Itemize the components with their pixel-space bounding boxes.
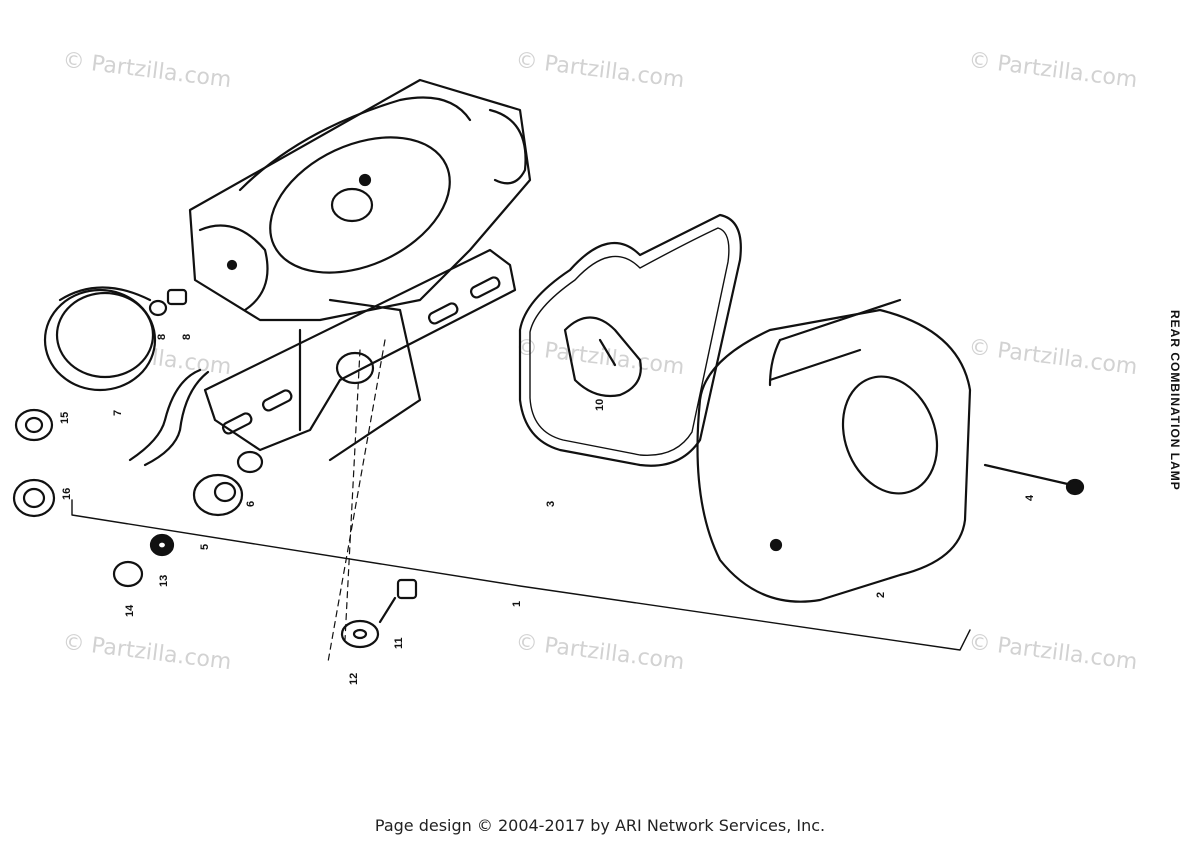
- washer-8b: [148, 299, 168, 317]
- footer-copyright: Page design © 2004-2017 by ARI Network S…: [374, 816, 826, 835]
- callout-7: 7: [112, 410, 124, 416]
- callout-5: 5: [199, 544, 211, 550]
- screw: [983, 463, 1085, 496]
- grommet-5: [192, 473, 244, 517]
- washer-12: [340, 619, 380, 649]
- callout-8a: 8: [156, 334, 168, 340]
- callout-14: 14: [124, 604, 136, 617]
- grommet-16: [12, 478, 56, 518]
- nut-14: [112, 560, 144, 588]
- callout-10: 10: [594, 399, 606, 411]
- grommet-15: [14, 408, 54, 442]
- callout-16: 16: [61, 488, 73, 500]
- nut-8a: [166, 288, 188, 306]
- washer-13: [149, 533, 175, 557]
- bulb: [563, 316, 642, 398]
- callout-4: 4: [1024, 494, 1036, 501]
- callout-2: 2: [875, 592, 887, 598]
- wire-harness: [128, 368, 210, 467]
- side-reflector: [43, 286, 157, 392]
- callout-1: 1: [511, 601, 523, 607]
- bolt-11: [378, 578, 418, 624]
- lamp-housing-bracket: [188, 78, 532, 462]
- callout-8b: 8: [181, 334, 193, 340]
- callout-6: 6: [245, 501, 257, 507]
- lens-cover: [696, 298, 972, 603]
- collar-6: [236, 450, 264, 474]
- callout-15: 15: [59, 412, 71, 424]
- callout-11: 11: [393, 637, 405, 649]
- diagram-title: REAR COMBINATION LAMP: [1168, 310, 1182, 491]
- lens-gasket: [518, 213, 742, 467]
- callout-3: 3: [545, 501, 557, 507]
- callout-12: 12: [348, 673, 360, 685]
- callout-13: 13: [158, 575, 170, 587]
